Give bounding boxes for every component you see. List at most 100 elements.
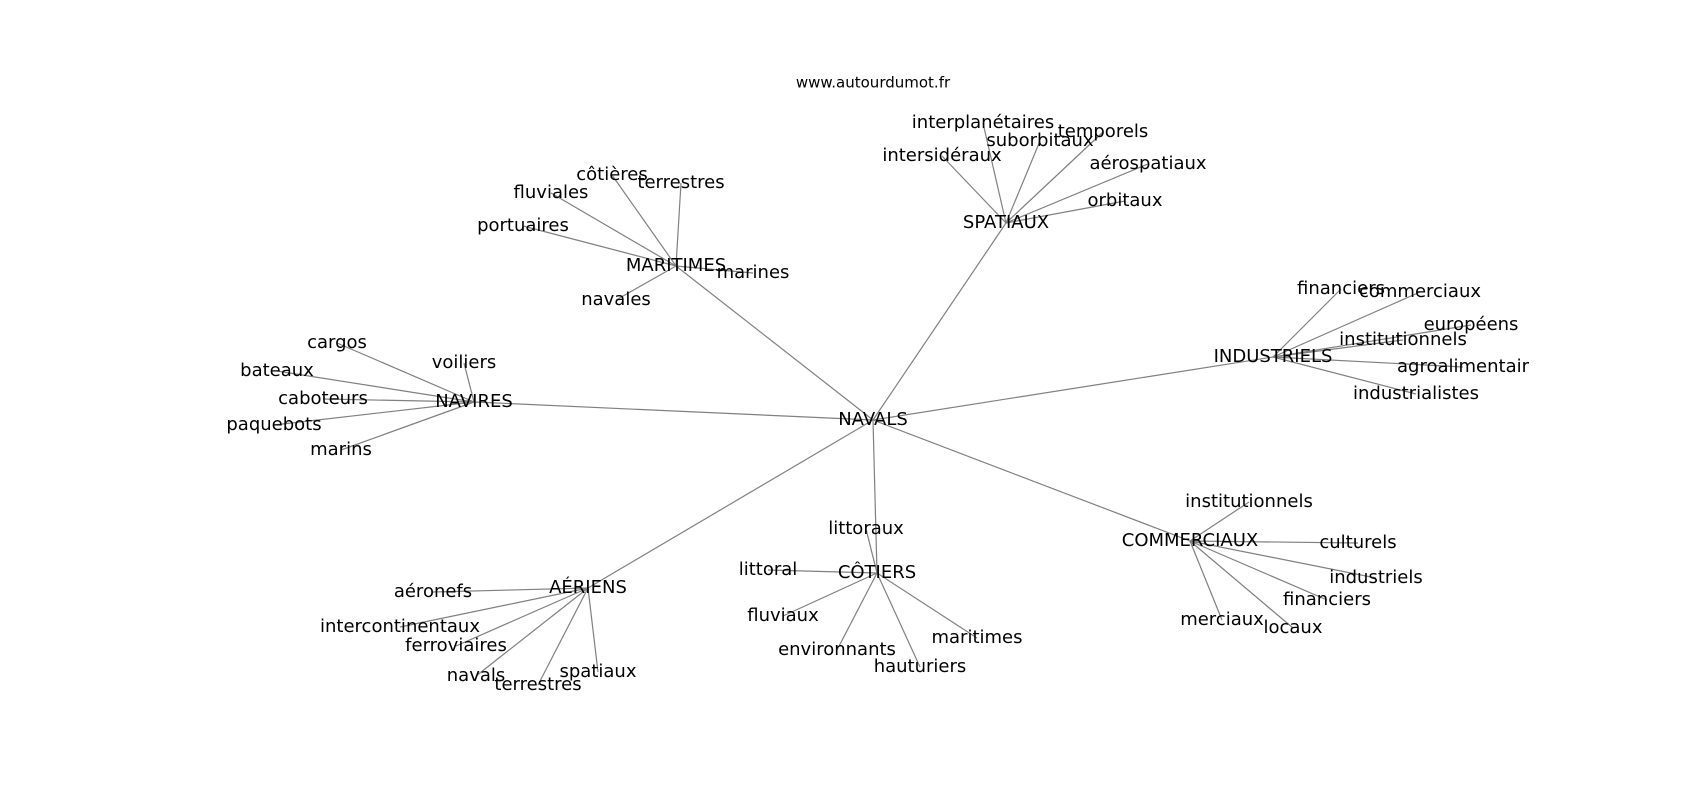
node-hub-navires: NAVIRES: [435, 391, 513, 412]
edge-commerciaux-word: [1189, 540, 1359, 544]
node-hub-aeriens: AÉRIENS: [549, 576, 627, 598]
edge-spatiaux-word: [1005, 200, 1126, 224]
edge-cotiers-word: [876, 572, 921, 668]
node-word: culturels: [1319, 532, 1396, 553]
node-word: institutionnels: [1185, 491, 1313, 512]
edge-maritimes-word: [611, 174, 677, 267]
node-word: orbitaux: [1088, 190, 1163, 211]
node-word: environnants: [778, 639, 896, 660]
edge-commerciaux-word: [1189, 540, 1223, 621]
node-word: navals: [447, 665, 506, 686]
node-word: suborbitaux: [986, 130, 1094, 151]
node-word: institutionnels: [1339, 329, 1467, 350]
edge-maritimes-word: [615, 265, 677, 301]
edge-center-maritimes: [675, 265, 874, 421]
node-word: voiliers: [432, 352, 497, 373]
edge-center-industriels: [872, 356, 1274, 421]
edge-industriels-word: [1272, 324, 1472, 358]
graph-labels: NAVALSMARITIMEScôtièresterrestresfluvial…: [226, 112, 1529, 695]
edge-spatiaux-word: [1005, 140, 1041, 224]
node-word: aéronefs: [394, 581, 472, 602]
edge-navires-word: [463, 362, 475, 403]
node-center: NAVALS: [838, 409, 908, 430]
node-word: locaux: [1263, 617, 1322, 638]
edge-spatiaux-word: [941, 155, 1007, 224]
node-word: financiers: [1283, 589, 1371, 610]
node-word: fluviaux: [747, 605, 819, 626]
node-word: littoral: [739, 559, 798, 580]
edge-spatiaux-word: [1005, 163, 1149, 224]
edge-navires-word: [273, 401, 475, 426]
edge-cotiers-word: [865, 528, 878, 574]
node-word: littoraux: [828, 518, 904, 539]
edge-navires-word: [336, 342, 475, 403]
node-word: aérospatiaux: [1089, 153, 1206, 174]
edge-commerciaux-word: [1189, 501, 1250, 542]
edge-industriels-word: [1272, 356, 1417, 395]
node-word: temporels: [1058, 121, 1149, 142]
node-hub-commerciaux: COMMERCIAUX: [1122, 530, 1258, 551]
node-word: merciaux: [1180, 609, 1264, 630]
node-word: cargos: [307, 332, 367, 353]
edge-aeriens-word: [537, 587, 589, 686]
edge-cotiers-word: [876, 572, 978, 639]
edge-center-navires: [473, 401, 874, 421]
node-word: commerciaux: [1359, 281, 1481, 302]
node-hub-industriels: INDUSTRIELS: [1214, 346, 1333, 367]
node-word: caboteurs: [278, 388, 368, 409]
edge-industriels-word: [1272, 288, 1342, 358]
node-word: terrestres: [494, 674, 581, 695]
edge-commerciaux-word: [1189, 540, 1294, 629]
node-word: côtières: [576, 164, 648, 185]
edge-spatiaux-word: [1005, 131, 1104, 224]
edge-aeriens-word: [432, 587, 589, 593]
node-word: industrialistes: [1353, 383, 1479, 404]
edge-aeriens-word: [455, 587, 589, 647]
edge-cotiers-word: [782, 572, 878, 617]
node-word: marines: [717, 262, 790, 283]
node-word: fluviales: [514, 182, 589, 203]
node-word: intercontinentaux: [320, 616, 480, 637]
node-word: bateaux: [240, 360, 314, 381]
node-word: interplanétaires: [912, 112, 1054, 133]
node-word: maritimes: [931, 627, 1022, 648]
edge-maritimes-word: [522, 225, 677, 267]
node-word: portuaires: [477, 215, 569, 236]
node-word: navales: [581, 289, 651, 310]
node-word: intersidéraux: [882, 145, 1002, 166]
edge-cotiers-word: [836, 572, 878, 651]
edge-industriels-word: [1272, 356, 1464, 368]
edge-navires-word: [340, 401, 475, 451]
node-word: spatiaux: [560, 661, 637, 682]
node-word: européens: [1424, 314, 1519, 335]
node-word: agroalimentair: [1397, 356, 1530, 377]
node-word: marins: [310, 439, 372, 460]
edge-maritimes-word: [675, 265, 754, 274]
edge-aeriens-word: [399, 587, 589, 628]
graph-edges: [273, 122, 1472, 686]
edge-maritimes-word: [675, 182, 682, 267]
edge-cotiers-word: [767, 569, 878, 574]
edge-maritimes-word: [550, 192, 677, 267]
node-hub-spatiaux: SPATIAUX: [963, 212, 1049, 233]
edge-center-cotiers: [872, 419, 878, 574]
node-word: paquebots: [226, 414, 321, 435]
edge-aeriens-word: [587, 587, 599, 673]
node-word: terrestres: [637, 172, 724, 193]
edge-center-aeriens: [587, 419, 874, 589]
node-hub-cotiers: CÔTIERS: [838, 561, 916, 583]
edge-navires-word: [276, 370, 475, 403]
edge-commerciaux-word: [1189, 540, 1328, 601]
edge-spatiaux-word: [982, 122, 1007, 224]
edge-industriels-word: [1272, 339, 1404, 358]
node-word: hauturiers: [874, 656, 967, 677]
node-word: industriels: [1329, 567, 1423, 588]
node-hub-maritimes: MARITIMES: [626, 255, 726, 276]
node-word: ferroviaires: [405, 635, 507, 656]
edge-center-commerciaux: [872, 419, 1191, 542]
edge-center-spatiaux: [872, 222, 1007, 421]
node-word: financiers: [1297, 278, 1385, 299]
edge-commerciaux-word: [1189, 540, 1377, 579]
edge-navires-word: [322, 398, 475, 403]
